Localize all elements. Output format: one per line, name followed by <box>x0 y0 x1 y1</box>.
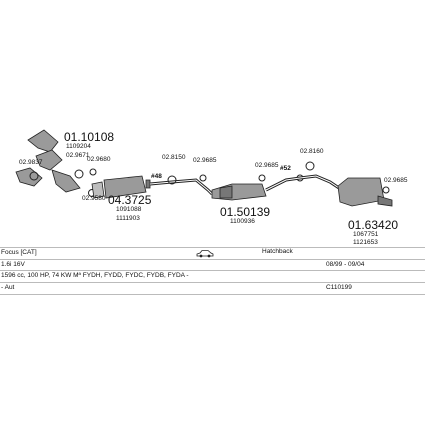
center-muffler[interactable] <box>211 183 267 201</box>
small-code: 02.9671 <box>66 152 90 159</box>
small-code: 02.9580 <box>82 195 106 202</box>
part-ref: 1121653 <box>353 239 378 246</box>
marker-label: #52 <box>280 165 291 172</box>
part-ref: 1109204 <box>66 143 91 150</box>
small-code: 02.9685 <box>255 162 279 169</box>
engine: 1.6i 16V <box>1 261 25 268</box>
body-type: Hatchback <box>262 248 293 255</box>
part-ref: 1100936 <box>230 218 255 225</box>
hanger[interactable] <box>382 186 390 194</box>
part-ref: 1091088 <box>116 206 142 213</box>
part-code-front-pipe: 01.10108 <box>64 130 115 144</box>
info-row: 1596 cc, 100 HP, 74 KW Mª FYDH, FYDD, FY… <box>0 270 425 282</box>
gasket-ring[interactable] <box>74 169 84 179</box>
marker-label: #48 <box>151 173 162 180</box>
hanger[interactable] <box>199 174 207 182</box>
vehicle-model: Focus [CAT] <box>1 249 37 256</box>
exhaust-diagram: 01.10108 1109204 04.3725 1091088 1111903… <box>15 129 408 246</box>
catalog-code: C110199 <box>326 284 352 291</box>
hanger[interactable] <box>258 174 266 182</box>
small-code: 02.9680 <box>87 156 111 163</box>
part-code-catalytic: 04.3725 <box>108 193 152 207</box>
small-code: 02.8160 <box>300 148 324 155</box>
small-code: 02.9685 <box>384 177 408 184</box>
hatchback-car-icon <box>196 250 214 258</box>
exhaust-manifold[interactable] <box>15 129 81 193</box>
production-dates: 08/99 - 09/04 <box>326 261 365 268</box>
part-ref: 1067751 <box>353 231 379 238</box>
intermediate-pipe[interactable] <box>149 178 214 196</box>
hanger[interactable] <box>305 161 315 171</box>
gasket-ring[interactable] <box>29 171 39 181</box>
exhaust-drawing <box>15 129 393 207</box>
small-code: 02.9837 <box>19 159 43 166</box>
info-row: 1.6i 16V 08/99 - 09/04 <box>0 259 425 271</box>
part-code-rear-muffler: 01.63420 <box>348 218 399 232</box>
small-code: 02.9685 <box>193 157 217 164</box>
vehicle-info-table: Focus [CAT] Hatchback 1.6i 16V 08/99 - 0… <box>0 247 425 295</box>
catalytic-converter[interactable] <box>91 175 151 199</box>
transmission: - Aut <box>1 284 15 291</box>
info-row: Focus [CAT] Hatchback <box>0 247 425 259</box>
small-code: 02.8150 <box>162 154 186 161</box>
part-code-center-muffler: 01.50139 <box>220 205 271 219</box>
info-row: - Aut C110199 <box>0 282 425 295</box>
hanger[interactable] <box>167 175 177 185</box>
engine-specs: 1596 cc, 100 HP, 74 KW Mª FYDH, FYDD, FY… <box>1 272 189 279</box>
rear-muffler[interactable] <box>337 177 393 207</box>
gasket-ring[interactable] <box>89 168 97 176</box>
part-ref: 1111903 <box>116 215 140 222</box>
